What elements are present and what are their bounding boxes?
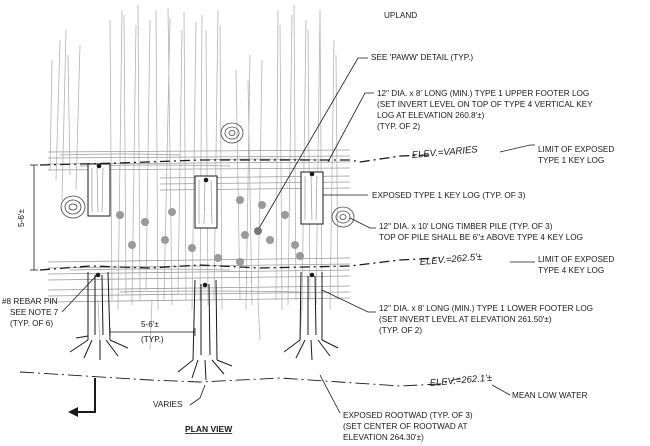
svg-text:(TYP. OF 2): (TYP. OF 2) xyxy=(379,326,422,335)
elev-low: ELEV.=262.1'± xyxy=(429,373,492,389)
leader-timber-pile xyxy=(349,217,376,229)
timber-pile-callout: 12" DIA. x 10' LONG TIMBER PILE (TYP. OF… xyxy=(379,222,583,242)
leader-paww xyxy=(257,57,368,231)
ring-upper xyxy=(220,122,244,144)
svg-text:TYPE 1 KEY LOG: TYPE 1 KEY LOG xyxy=(538,156,604,165)
svg-text:(SET CENTER OF ROOTWAD AT: (SET CENTER OF ROOTWAD AT xyxy=(343,422,467,431)
limit-line-mid xyxy=(39,257,441,271)
leader-varies xyxy=(189,384,206,406)
elev-top: ELEV.=VARIES xyxy=(411,144,478,161)
elev-mid: ELEV.=262.5'± xyxy=(419,252,482,268)
spacing-dimension-label: 5-6'± (TYP.) xyxy=(141,320,164,344)
svg-text:EXPOSED ROOTWAD (TYP. OF 3): EXPOSED ROOTWAD (TYP. OF 3) xyxy=(343,411,473,420)
dimension-vertical xyxy=(30,164,38,271)
key-log-3 xyxy=(300,171,324,225)
timber-piles xyxy=(116,196,304,266)
svg-text:12" DIA. x 8' LONG (MIN.) TYPE: 12" DIA. x 8' LONG (MIN.) TYPE 1 UPPER F… xyxy=(377,89,589,98)
svg-text:TYPE 4 KEY LOG: TYPE 4 KEY LOG xyxy=(538,266,604,275)
svg-text:(TYP. OF 6): (TYP. OF 6) xyxy=(10,319,53,328)
svg-text:LIMIT OF EXPOSED: LIMIT OF EXPOSED xyxy=(538,145,614,154)
svg-text:5-6'±: 5-6'± xyxy=(141,320,159,329)
leader-mlw xyxy=(491,384,511,396)
svg-text:(TYP. OF 2): (TYP. OF 2) xyxy=(377,122,420,131)
svg-text:(TYP.): (TYP.) xyxy=(141,335,164,344)
mean-low-water-label: MEAN LOW WATER xyxy=(512,391,588,400)
rootwad-callout: EXPOSED ROOTWAD (TYP. OF 3) (SET CENTER … xyxy=(343,411,473,442)
dimension-spacing xyxy=(109,328,196,336)
svg-text:(SET INVERT LEVEL ON TOP OF TY: (SET INVERT LEVEL ON TOP OF TYPE 4 VERTI… xyxy=(377,100,593,109)
leader-lines xyxy=(61,57,535,414)
vertical-dimension-label: 5-6'± xyxy=(17,209,26,227)
mean-low-water-line xyxy=(19,371,461,387)
key-log-1 xyxy=(87,163,111,217)
key-logs xyxy=(87,163,324,229)
rootwad-3 xyxy=(283,271,339,361)
plan-view-title: PLAN VIEW xyxy=(185,424,233,434)
exposed-key-label: EXPOSED TYPE 1 KEY LOG (TYP. OF 3) xyxy=(372,191,526,200)
leader-rebar xyxy=(61,275,97,313)
section-arrow-icon xyxy=(68,378,96,417)
tree-rings xyxy=(60,122,355,228)
limit-line-top xyxy=(39,154,431,166)
leader-rootwad xyxy=(319,374,341,414)
svg-text:12" DIA. x 10' LONG TIMBER PIL: 12" DIA. x 10' LONG TIMBER PILE (TYP. OF… xyxy=(379,222,553,231)
rootwad-1 xyxy=(69,271,129,360)
svg-text:LOG AT ELEVATION 260.8'±): LOG AT ELEVATION 260.8'±) xyxy=(377,111,485,120)
lower-log-callout: 12" DIA. x 8' LONG (MIN.) TYPE 1 LOWER F… xyxy=(379,304,593,335)
varies-label: VARIES xyxy=(153,400,183,409)
rebar-pins xyxy=(95,163,315,288)
svg-text:LIMIT OF EXPOSED: LIMIT OF EXPOSED xyxy=(538,255,614,264)
paww-target xyxy=(254,227,262,235)
rootwad-2 xyxy=(177,279,233,381)
limit-type4-callout: LIMIT OF EXPOSED TYPE 4 KEY LOG xyxy=(538,255,614,275)
ring-left xyxy=(60,195,86,219)
svg-text:(SET INVERT LEVEL AT ELEVATION: (SET INVERT LEVEL AT ELEVATION 261.50'±) xyxy=(379,315,552,324)
rootwads xyxy=(69,271,339,381)
leader-upper-log xyxy=(327,92,374,163)
svg-text:TOP OF PILE SHALL BE 6"± ABOVE: TOP OF PILE SHALL BE 6"± ABOVE TYPE 4 KE… xyxy=(379,233,583,242)
leader-lower-log xyxy=(321,289,376,313)
svg-text:SEE NOTE 7: SEE NOTE 7 xyxy=(10,308,59,317)
paww-label: SEE 'PAWW' DETAIL (TYP.) xyxy=(371,53,473,62)
svg-text:12" DIA. x 8' LONG (MIN.) TYPE: 12" DIA. x 8' LONG (MIN.) TYPE 1 LOWER F… xyxy=(379,304,593,313)
upper-log-callout: 12" DIA. x 8' LONG (MIN.) TYPE 1 UPPER F… xyxy=(377,89,593,131)
svg-text:ELEVATION 264.30'±): ELEVATION 264.30'±) xyxy=(343,433,424,442)
limit-lines xyxy=(39,154,441,271)
upland-label: UPLAND xyxy=(384,11,417,20)
ring-right xyxy=(331,206,355,228)
rebar-callout: #8 REBAR PIN SEE NOTE 7 (TYP. OF 6) xyxy=(2,297,59,328)
svg-text:#8 REBAR PIN: #8 REBAR PIN xyxy=(2,297,58,306)
lower-footer-log xyxy=(47,257,351,303)
limit-type1-callout: LIMIT OF EXPOSED TYPE 1 KEY LOG xyxy=(538,145,614,165)
key-log-2 xyxy=(194,175,218,229)
leader-limit-top xyxy=(499,144,535,153)
